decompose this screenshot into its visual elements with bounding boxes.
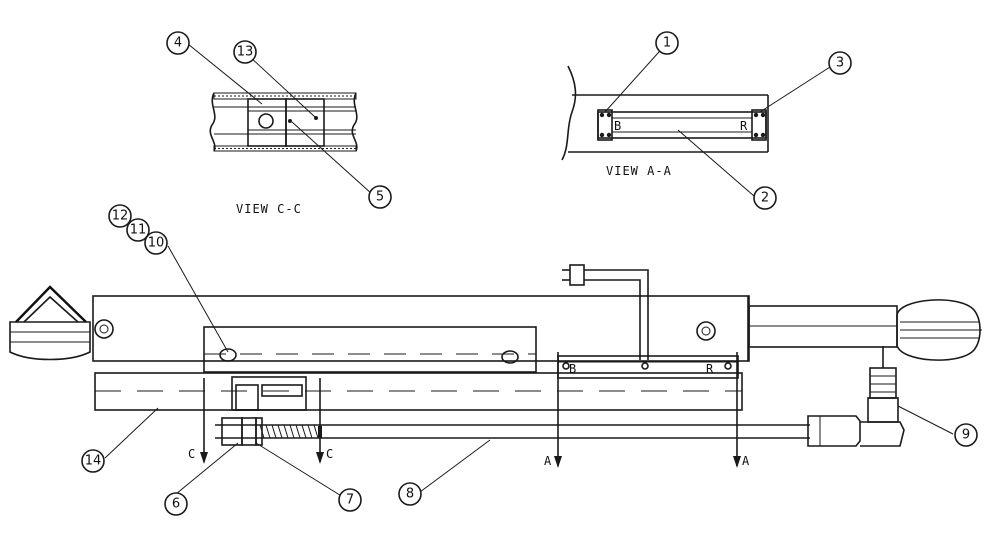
callout-11: 11	[126, 218, 150, 242]
callout-1: 1	[655, 31, 679, 55]
callout-11-label: 11	[130, 223, 147, 238]
callout-3: 3	[828, 51, 852, 75]
leader-lines	[104, 42, 954, 498]
callout-4: 4	[166, 31, 190, 55]
section-mark-c-left: C	[188, 447, 195, 461]
callout-9: 9	[954, 423, 978, 447]
view-c-c-label: VIEW C-C	[236, 202, 302, 216]
callout-6: 6	[164, 492, 188, 516]
callout-9-label: 9	[962, 428, 970, 443]
section-mark-a-left: A	[544, 454, 552, 468]
cylinder-assembly	[9, 264, 982, 447]
section-mark-c-right: C	[326, 447, 333, 461]
callout-1-label: 1	[663, 36, 671, 51]
section-cut-lines	[200, 352, 741, 468]
view-a-a-detail	[561, 65, 769, 161]
callout-5-label: 5	[376, 190, 384, 205]
callout-10-label: 10	[148, 236, 165, 251]
callout-13: 13	[233, 40, 257, 64]
callout-12: 12	[108, 204, 132, 228]
bolt-hole	[258, 113, 274, 129]
tape-mark-r-main: R	[706, 362, 714, 376]
tape-mark-b-main: B	[569, 362, 576, 376]
tape-mark-r-detail: R	[740, 119, 748, 133]
callout-10: 10	[144, 231, 168, 255]
callout-7-label: 7	[346, 493, 354, 508]
callout-2-label: 2	[761, 191, 769, 206]
callout-8: 8	[398, 482, 422, 506]
view-a-a-label: VIEW A-A	[606, 164, 672, 178]
callout-2: 2	[753, 186, 777, 210]
callout-14-label: 14	[85, 454, 102, 469]
callout-5: 5	[368, 185, 392, 209]
callout-3-label: 3	[836, 56, 844, 71]
callout-13-label: 13	[237, 45, 254, 60]
callout-12-label: 12	[112, 209, 129, 224]
callout-7: 7	[338, 488, 362, 512]
view-c-c-detail	[209, 92, 358, 152]
thread-hatch	[259, 424, 319, 439]
callout-14: 14	[81, 449, 105, 473]
callout-4-label: 4	[174, 36, 182, 51]
tape-mark-b-detail: B	[614, 119, 621, 133]
callout-8-label: 8	[406, 487, 414, 502]
callout-6-label: 6	[172, 497, 180, 512]
section-mark-a-right: A	[742, 454, 750, 468]
